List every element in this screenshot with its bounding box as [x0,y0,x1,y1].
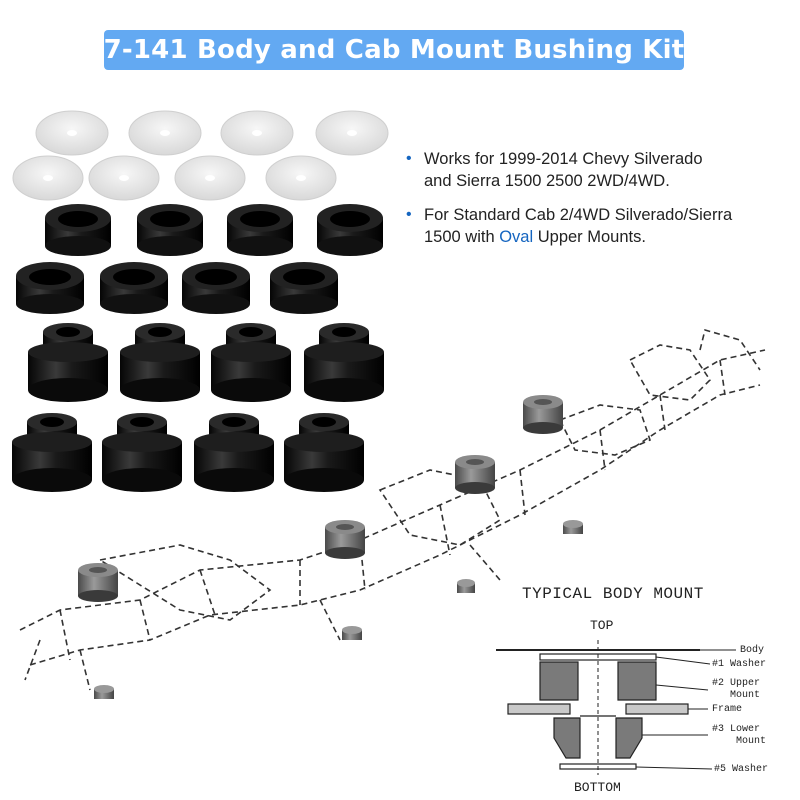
body-mount-diagram [496,640,736,775]
bullet-icon: • [406,150,412,167]
label-lower-mount-1: #3 Lower [712,724,761,735]
label-upper-mount-1: #2 Upper [712,678,761,689]
diagram-bottom-label: BOTTOM [574,780,621,795]
feature-2-line-2-post: Upper Mounts. [533,228,646,246]
bullet-icon: • [406,206,412,223]
feature-2-line-1: For Standard Cab 2/4WD Silverado/Sierra [424,206,733,224]
label-lower-mount-2: Mount [736,736,767,747]
feature-item-2: • For Standard Cab 2/4WD Silverado/Sierr… [404,204,794,248]
feature-item-1: • Works for 1999-2014 Chevy Silverado an… [404,148,794,192]
page-title: 7-141 Body and Cab Mount Bushing Kit [103,35,685,65]
diagram-top-label: TOP [590,618,614,633]
feature-2-highlight: Oval [499,228,534,246]
label-frame: Frame [712,704,743,715]
label-body: Body [740,645,765,656]
diagram-title: TYPICAL BODY MOUNT [522,585,704,603]
feature-1-line-1: Works for 1999-2014 Chevy Silverado [424,150,703,168]
washer-group [12,110,389,201]
tall-bushing-group [12,323,384,492]
label-upper-mount-2: Mount [730,690,761,701]
frame-line-drawing [19,329,766,691]
feature-1-line-2: and Sierra 1500 2500 2WD/4WD. [424,172,670,190]
small-bushing-group [16,204,383,314]
label-washer-1: #1 Washer [712,659,767,670]
title-banner: 7-141 Body and Cab Mount Bushing Kit [104,30,684,70]
label-washer-5: #5 Washer [714,764,769,775]
frame-bushing-group [78,395,583,699]
feature-2-line-2-pre: 1500 with [424,228,500,246]
feature-list: • Works for 1999-2014 Chevy Silverado an… [404,148,794,260]
